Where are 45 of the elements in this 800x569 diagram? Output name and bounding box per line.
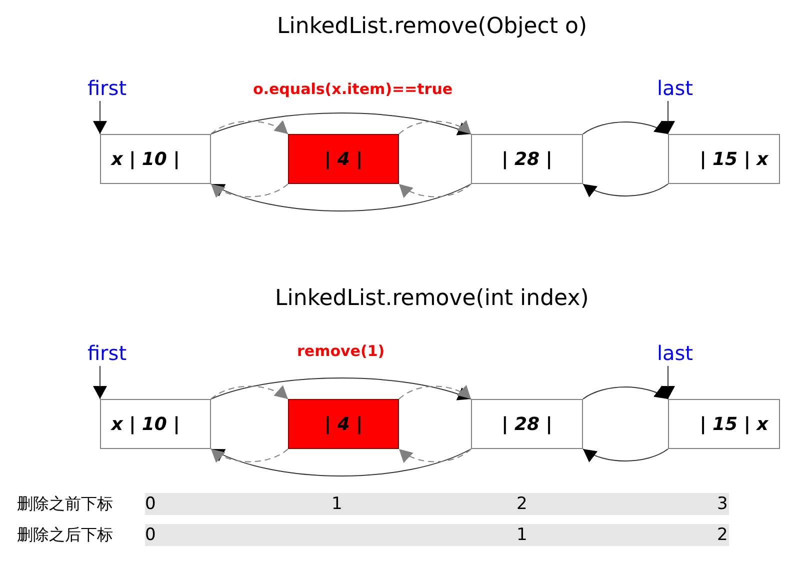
dashed-arrow (210, 386, 288, 400)
list-node-box: | 15 | x (668, 399, 780, 449)
pointer-label: first (84, 340, 130, 366)
index-number: 2 (717, 525, 728, 545)
dashed-arrow (210, 184, 288, 198)
list-node-box: x | 10 | (100, 134, 211, 184)
dashed-arrow (398, 448, 472, 463)
arrow (582, 448, 668, 462)
method-label: LinkedList.remove(int index) (275, 286, 589, 311)
list-node-box: | 28 | (471, 399, 583, 449)
index-number: 0 (145, 494, 156, 514)
list-node-box: | 28 | (471, 134, 583, 184)
row-label: 删除之前下标 (17, 494, 113, 515)
arrow (661, 366, 675, 400)
arrow (582, 184, 668, 197)
arrow (93, 100, 107, 134)
arrow (93, 366, 107, 400)
pointer-label: last (654, 75, 696, 101)
index-number: 3 (717, 494, 728, 514)
dashed-arrow (398, 120, 472, 134)
dashed-arrow (210, 120, 288, 134)
condition-label: remove(1) (297, 342, 385, 360)
list-node-box: | 4 | (288, 399, 399, 449)
dashed-arrow (398, 385, 472, 400)
arrow (210, 112, 472, 136)
arrow (210, 448, 472, 476)
arrow (210, 378, 472, 402)
row-label: 删除之后下标 (17, 525, 113, 546)
index-number: 1 (332, 494, 342, 514)
arrow (582, 386, 668, 400)
list-node-box: | 4 | (288, 134, 399, 184)
pointer-label: last (654, 340, 696, 366)
condition-label: o.equals(x.item)==true (253, 80, 453, 98)
pointer-label: first (84, 75, 130, 101)
arrow (210, 183, 472, 212)
arrow (582, 121, 668, 134)
list-node-box: x | 10 | (100, 399, 211, 449)
arrow (661, 100, 675, 134)
dashed-arrow (210, 448, 288, 462)
index-number: 0 (145, 525, 156, 545)
method-label: LinkedList.remove(Object o) (277, 14, 588, 39)
index-number: 1 (516, 525, 528, 545)
list-node-box: | 15 | x (668, 134, 780, 184)
index-number: 2 (516, 494, 528, 514)
dashed-arrow (398, 184, 472, 198)
